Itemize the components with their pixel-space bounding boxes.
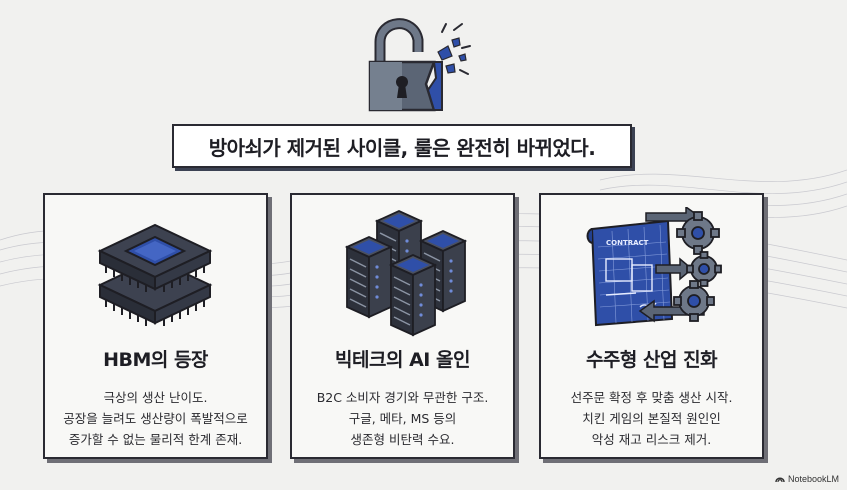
server-rack-cluster-icon: [346, 210, 466, 336]
brand-label: NotebookLM: [787, 474, 839, 484]
card-line: 구글, 메타, MS 등의: [348, 411, 457, 426]
card-description: 선주문 확정 후 맞춤 생산 시작. 치킨 게임의 본질적 원인인 악성 재고 …: [541, 387, 762, 450]
card-line: 악성 재고 리스크 제거.: [591, 432, 712, 447]
card-line: 증가할 수 없는 물리적 한계 존재.: [68, 432, 243, 447]
headline-banner: 방아쇠가 제거된 사이클, 룰은 완전히 바뀌었다.: [172, 124, 632, 168]
broken-padlock-icon: [368, 18, 471, 112]
card-title: 수주형 산업 진화: [585, 349, 718, 371]
contract-gears-icon: CONTRACT: [586, 207, 722, 327]
headline-text: 방아쇠가 제거된 사이클, 룰은 완전히 바뀌었다.: [208, 135, 596, 160]
brand-watermark: NotebookLM: [775, 474, 839, 484]
card-order-based-industry: CONTRACT 수주형 산업 진화: [539, 193, 764, 459]
card-line: 생존형 비탄력 수요.: [350, 432, 455, 447]
card-line: 극상의 생산 난이도.: [103, 390, 208, 405]
card-line: B2C 소비자 경기와 무관한 구조.: [316, 390, 489, 405]
card-description: B2C 소비자 경기와 무관한 구조. 구글, 메타, MS 등의 생존형 비탄…: [292, 387, 513, 450]
card-title: HBM의 등장: [103, 349, 208, 371]
card-line: 공장을 늘려도 생산량이 폭발적으로: [63, 411, 248, 426]
card-hbm: HBM의 등장 극상의 생산 난이도. 공장을 늘려도 생산량이 폭발적으로 증…: [43, 193, 268, 459]
stacked-memory-chip-icon: [97, 223, 213, 326]
card-line: 선주문 확정 후 맞춤 생산 시작.: [570, 390, 733, 405]
contract-label: CONTRACT: [606, 239, 649, 247]
card-bigtech-ai: 빅테크의 AI 올인 B2C 소비자 경기와 무관한 구조. 구글, 메타, M…: [290, 193, 515, 459]
card-title: 빅테크의 AI 올인: [335, 349, 470, 371]
notebooklm-logo-icon: [775, 477, 785, 483]
card-line: 치킨 게임의 본질적 원인인: [582, 411, 721, 426]
card-description: 극상의 생산 난이도. 공장을 늘려도 생산량이 폭발적으로 증가할 수 없는 …: [45, 387, 266, 450]
